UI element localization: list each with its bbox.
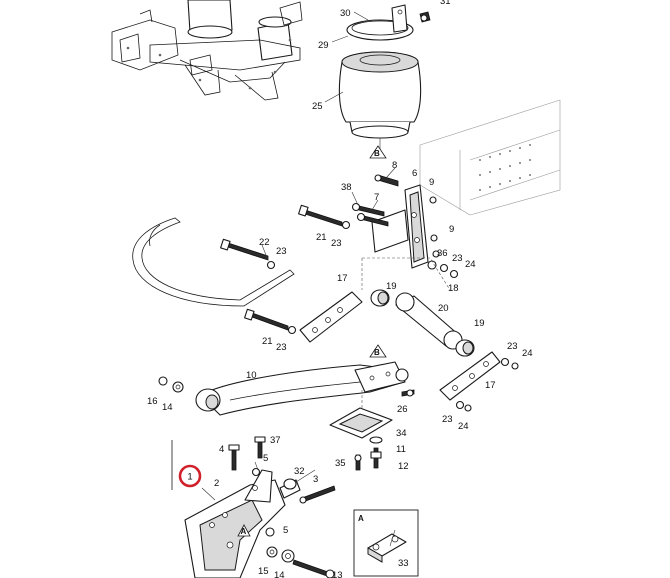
callout-14-lower: 14 <box>274 570 285 578</box>
highlighted-part-marker[interactable]: 1 <box>178 464 202 488</box>
callout-30: 30 <box>340 8 351 19</box>
reference-markers: B B A A <box>237 145 387 537</box>
callout-13: 13 <box>332 570 343 578</box>
callout-33: 33 <box>398 558 409 569</box>
leader-lines <box>201 11 396 547</box>
callout-26: 26 <box>397 404 408 415</box>
callout-18: 18 <box>448 283 459 294</box>
links-and-bushings <box>299 250 519 412</box>
callout-23-upper: 23 <box>331 238 342 249</box>
callout-15: 15 <box>258 566 269 577</box>
callout-17-right: 17 <box>485 380 496 391</box>
ref-a-bracket: A <box>241 527 247 536</box>
callout-23-bottom: 23 <box>442 414 453 425</box>
callout-29: 29 <box>318 40 329 51</box>
callout-5-upper: 5 <box>263 453 268 464</box>
overview-assembly <box>111 0 303 101</box>
callout-23-bar: 23 <box>276 246 287 257</box>
callout-10: 10 <box>246 370 257 381</box>
callout-3: 3 <box>313 474 318 485</box>
callout-4: 4 <box>219 444 224 455</box>
callout-6: 6 <box>412 168 417 179</box>
callout-36: 36 <box>437 248 448 259</box>
highlight-ring[interactable] <box>178 464 202 488</box>
callout-9-upper: 9 <box>429 177 434 188</box>
callout-8: 8 <box>392 160 397 171</box>
callout-31: 31 <box>440 0 451 7</box>
callout-23-right: 23 <box>452 253 463 264</box>
callout-21-lower: 21 <box>262 336 273 347</box>
ref-b-mid: B <box>374 348 380 357</box>
callout-20: 20 <box>438 303 449 314</box>
callout-35: 35 <box>335 458 346 469</box>
callout-16: 16 <box>147 396 158 407</box>
mounting-plate <box>329 390 393 471</box>
callout-23-lower: 23 <box>276 342 287 353</box>
callout-24-bottom: 24 <box>458 421 469 432</box>
ref-a-inset: A <box>358 514 364 523</box>
callout-21-upper: 21 <box>316 232 327 243</box>
callout-12: 12 <box>398 461 409 472</box>
callout-2: 2 <box>214 478 219 489</box>
inset-detail-a <box>353 509 419 577</box>
air-spring-top-plate <box>346 4 431 41</box>
callout-9-lower: 9 <box>449 224 454 235</box>
lower-arm <box>158 361 415 416</box>
anti-roll-bar <box>132 217 295 307</box>
frame-rail <box>419 99 561 216</box>
callout-19-left: 19 <box>386 281 397 292</box>
callout-19-right: 19 <box>474 318 485 329</box>
callout-17-left: 17 <box>337 273 348 284</box>
callout-38: 38 <box>341 182 352 193</box>
callout-24-link: 24 <box>522 348 533 359</box>
callout-1[interactable]: 1 <box>187 472 192 483</box>
callout-32: 32 <box>294 466 305 477</box>
callout-7: 7 <box>374 192 379 203</box>
air-bellows <box>338 51 422 150</box>
callout-25: 25 <box>312 101 323 112</box>
lower-bracket <box>171 436 336 578</box>
callout-22: 22 <box>259 237 270 248</box>
callout-11: 11 <box>396 444 406 455</box>
callout-labels: 30 31 29 25 8 6 38 7 9 9 21 23 22 23 36 … <box>147 0 533 578</box>
callout-37: 37 <box>270 435 281 446</box>
callout-5-lower: 5 <box>283 525 288 536</box>
upper-bracket <box>351 174 438 269</box>
callout-34: 34 <box>396 428 407 439</box>
bolts-upper <box>220 204 351 335</box>
callout-14-upper: 14 <box>162 402 173 413</box>
callout-23-link: 23 <box>507 341 518 352</box>
ref-b-top: B <box>374 149 380 158</box>
callout-24-upper: 24 <box>465 259 476 270</box>
